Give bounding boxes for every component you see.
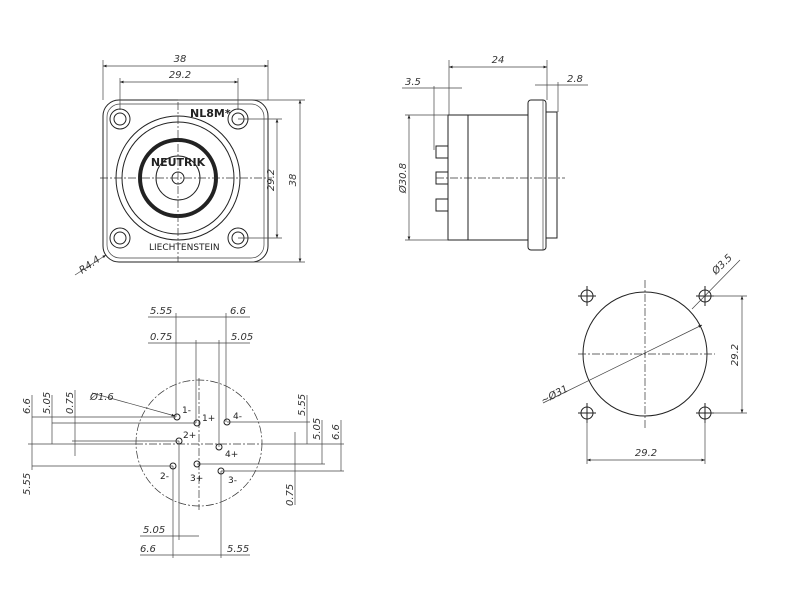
dim-width: 38 — [174, 54, 187, 65]
front-view: NL8M* LIECHTENSTEIN NEUTRIK 38 29.2 29.2… — [74, 54, 305, 276]
model-label: NL8M* — [190, 107, 231, 120]
brand-logo: NEUTRIK — [151, 156, 206, 169]
dim-left: 5.55 — [22, 473, 33, 495]
dim-right: 5.05 — [312, 418, 323, 440]
dim-diameter: Ø30.8 — [397, 163, 409, 194]
dim-pin-offset: 3.5 — [405, 77, 421, 88]
dim-hole-spacing-h: 29.2 — [169, 70, 191, 81]
pin-label: 1- — [182, 406, 191, 416]
dim-top: 5.05 — [231, 332, 253, 343]
dim-cutout-diameter: ~Ø31 — [539, 383, 570, 407]
pin-label: 3+ — [190, 474, 203, 484]
dim-left: 6.6 — [22, 398, 33, 414]
dim-pin-hole: Ø1.6 — [89, 391, 114, 403]
dim-bottom: 5.05 — [143, 525, 165, 536]
dim-spacing-v: 29.2 — [730, 344, 741, 366]
dim-top: 5.55 — [150, 306, 172, 317]
dim-top: 6.6 — [230, 306, 246, 317]
dim-height: 38 — [288, 174, 299, 187]
dim-right: 5.55 — [297, 394, 308, 416]
pin-label: 4- — [233, 412, 242, 422]
dim-left: 5.05 — [42, 392, 53, 414]
pin-label: 4+ — [225, 450, 238, 460]
pin-label: 2+ — [183, 431, 196, 441]
dim-right: 6.6 — [331, 424, 342, 440]
dim-bottom: 6.6 — [140, 544, 156, 555]
dim-left: 0.75 — [65, 392, 76, 414]
dim-spacing-h: 29.2 — [635, 448, 657, 459]
pin-label: 3- — [228, 476, 237, 486]
pin-layout: 1- 1+ 4- 2+ 4+ 2- 3+ 3- Ø1.6 5.55 6.6 0.… — [22, 306, 344, 558]
dim-flange: 2.8 — [567, 74, 583, 85]
pin-label: 2- — [160, 472, 169, 482]
origin-label: LIECHTENSTEIN — [149, 243, 220, 253]
dim-right: 0.75 — [285, 484, 296, 506]
dim-top: 0.75 — [150, 332, 172, 343]
dim-corner-radius: R4.4 — [77, 254, 102, 276]
dim-bottom: 5.55 — [227, 544, 249, 555]
dim-mount-hole: Ø3.5 — [709, 252, 735, 278]
panel-cutout: ~Ø31 Ø3.5 29.2 29.2 — [539, 252, 747, 464]
pin-label: 1+ — [202, 414, 215, 424]
dim-depth: 24 — [492, 55, 505, 66]
side-view: 24 3.5 2.8 Ø30.8 — [397, 55, 588, 251]
dim-hole-spacing-v: 29.2 — [266, 169, 277, 191]
